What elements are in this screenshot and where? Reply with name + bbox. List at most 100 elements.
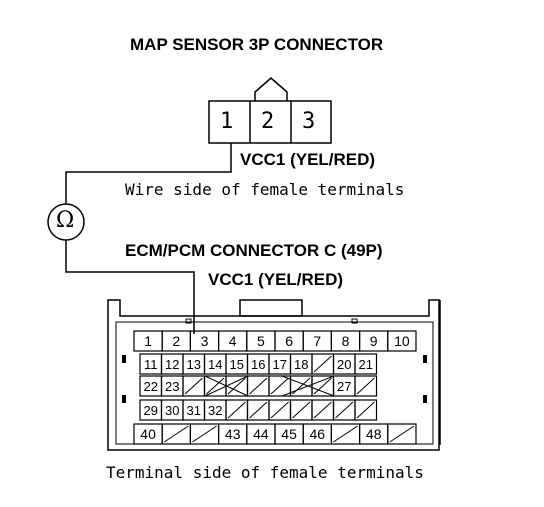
- ecm-pin-number: 4: [229, 333, 237, 349]
- ecm-pin-number: 5: [257, 333, 265, 349]
- ecm-pin-number: 21: [359, 357, 373, 372]
- ecm-pin-cell: [354, 375, 378, 397]
- ecm-pin-cell: 45: [274, 423, 304, 445]
- ecm-pin-cell: 18: [289, 353, 313, 375]
- ecm-blocked-cross: [281, 375, 335, 397]
- ecm-pin-number: 32: [208, 403, 222, 418]
- ecm-pin-empty-mark: [356, 377, 375, 395]
- test-lead-lower: [65, 240, 195, 334]
- ecm-pin-cell: 46: [302, 423, 333, 445]
- ecm-pin-number: 27: [337, 379, 351, 394]
- ecm-pin-cell: 29: [139, 399, 163, 421]
- ecm-pin-number: 1: [144, 333, 152, 349]
- test-lead-upper: [65, 143, 232, 204]
- ecm-pin-number: 45: [281, 426, 297, 442]
- ecm-pin-number: 22: [144, 379, 158, 394]
- ecm-pin-empty-mark: [249, 377, 268, 395]
- ecm-pin-number: 11: [144, 357, 158, 372]
- ecm-pin-empty-mark: [356, 401, 375, 419]
- map-connector-lock-tab: [254, 77, 288, 101]
- ecm-pin-cell: 30: [160, 399, 184, 421]
- ecm-pin-number: 30: [165, 403, 179, 418]
- ecm-pin-number: 17: [273, 357, 287, 372]
- ecm-pin-cell: 11: [139, 353, 163, 375]
- ecm-pin-cell: 14: [203, 353, 227, 375]
- ecm-pin-number: 9: [370, 333, 378, 349]
- ecm-pin-cell: 22: [139, 375, 163, 397]
- map-pin-3: 3: [302, 109, 316, 134]
- ecm-connector-lock: [239, 299, 303, 317]
- ecm-pin-cell: [268, 375, 292, 397]
- ecm-pin-number: 23: [165, 379, 179, 394]
- ecm-pin-number: 40: [140, 426, 156, 442]
- ecm-mounting-marks: [122, 318, 427, 403]
- ecm-pin-cell: [203, 375, 227, 397]
- ecm-pin-number: 16: [251, 357, 265, 372]
- ecm-pin-cell: 16: [246, 353, 270, 375]
- map-pin-1: 1: [220, 109, 234, 134]
- ecm-pin-number: 18: [294, 357, 308, 372]
- ecm-pin-cell: 9: [359, 330, 389, 352]
- ecm-pin-cell: 23: [160, 375, 184, 397]
- ecm-pin-cell: [311, 399, 335, 421]
- ecm-pin-empty-mark: [292, 401, 311, 419]
- ecm-pin-empty-mark: [270, 401, 289, 419]
- ecm-pin-cell: [268, 399, 292, 421]
- ecm-pin-number: 3: [201, 333, 209, 349]
- ecm-pin-cell: 6: [274, 330, 304, 352]
- ecm-pin-cell: [246, 375, 270, 397]
- ecm-pin-number: 48: [366, 426, 382, 442]
- map-view-note: Wire side of female terminals: [125, 180, 405, 199]
- ecm-pin-cell: [332, 399, 356, 421]
- map-pin-2: 2: [261, 109, 275, 134]
- ecm-pin-empty-mark: [389, 425, 415, 443]
- ecm-pin-empty-mark: [227, 377, 246, 395]
- map-wire-label: VCC1 (YEL/RED): [240, 150, 376, 169]
- ecm-pin-number: 44: [253, 426, 269, 442]
- ecm-pin-number: 15: [230, 357, 244, 372]
- ecm-pin-cell: [387, 423, 417, 445]
- ecm-pin-empty-mark: [249, 401, 268, 419]
- ecm-pin-number: 31: [187, 403, 201, 418]
- ohm-icon: Ω: [56, 208, 75, 233]
- ecm-pin-number: 14: [208, 357, 222, 372]
- ecm-pin-cell: 12: [160, 353, 184, 375]
- ecm-pin-cell: 1: [133, 330, 163, 352]
- ecm-pin-cell: [225, 399, 249, 421]
- ecm-pin-cell: [311, 353, 335, 375]
- ecm-pin-number: 7: [313, 333, 321, 349]
- ecm-pin-cell: 17: [268, 353, 292, 375]
- ecm-pin-cell: [311, 375, 335, 397]
- ecm-pin-cell: [225, 375, 249, 397]
- ecm-pin-cell: 31: [182, 399, 206, 421]
- ecm-pin-number: 20: [337, 357, 351, 372]
- ecm-pin-empty-mark: [163, 425, 189, 443]
- ecm-pin-cell: 27: [332, 375, 356, 397]
- ecm-pin-empty-mark: [313, 401, 332, 419]
- ecm-pin-empty-mark: [184, 377, 203, 395]
- ecm-pin-cell: [189, 423, 220, 445]
- ecm-pin-cell: 48: [359, 423, 389, 445]
- ecm-pin-cell: 7: [302, 330, 333, 352]
- ecm-pin-cell: 2: [161, 330, 191, 352]
- ecm-pin-number: 12: [165, 357, 179, 372]
- ecm-pin-cell: 5: [246, 330, 276, 352]
- ecm-pin-empty-mark: [313, 355, 332, 373]
- map-connector-body: [208, 100, 332, 144]
- ecm-pin-number: 6: [285, 333, 293, 349]
- ecm-pin-cell: 8: [330, 330, 361, 352]
- ecm-pin-cell: 4: [218, 330, 248, 352]
- ecm-connector-inner: [115, 321, 434, 445]
- ecm-wire-label: VCC1 (YEL/RED): [208, 270, 344, 289]
- ecm-pin-cell: 21: [354, 353, 378, 375]
- ecm-pin-empty-mark: [335, 401, 354, 419]
- ecm-pin-cell: [182, 375, 206, 397]
- ecm-view-note: Terminal side of female terminals: [106, 463, 424, 482]
- ecm-pin-number: 46: [310, 426, 326, 442]
- ecm-pin-cell: 32: [203, 399, 227, 421]
- ecm-pin-empty-mark: [333, 425, 358, 443]
- ecm-connector-title: ECM/PCM CONNECTOR C (49P): [125, 241, 383, 260]
- ecm-pin-empty-mark: [313, 377, 332, 395]
